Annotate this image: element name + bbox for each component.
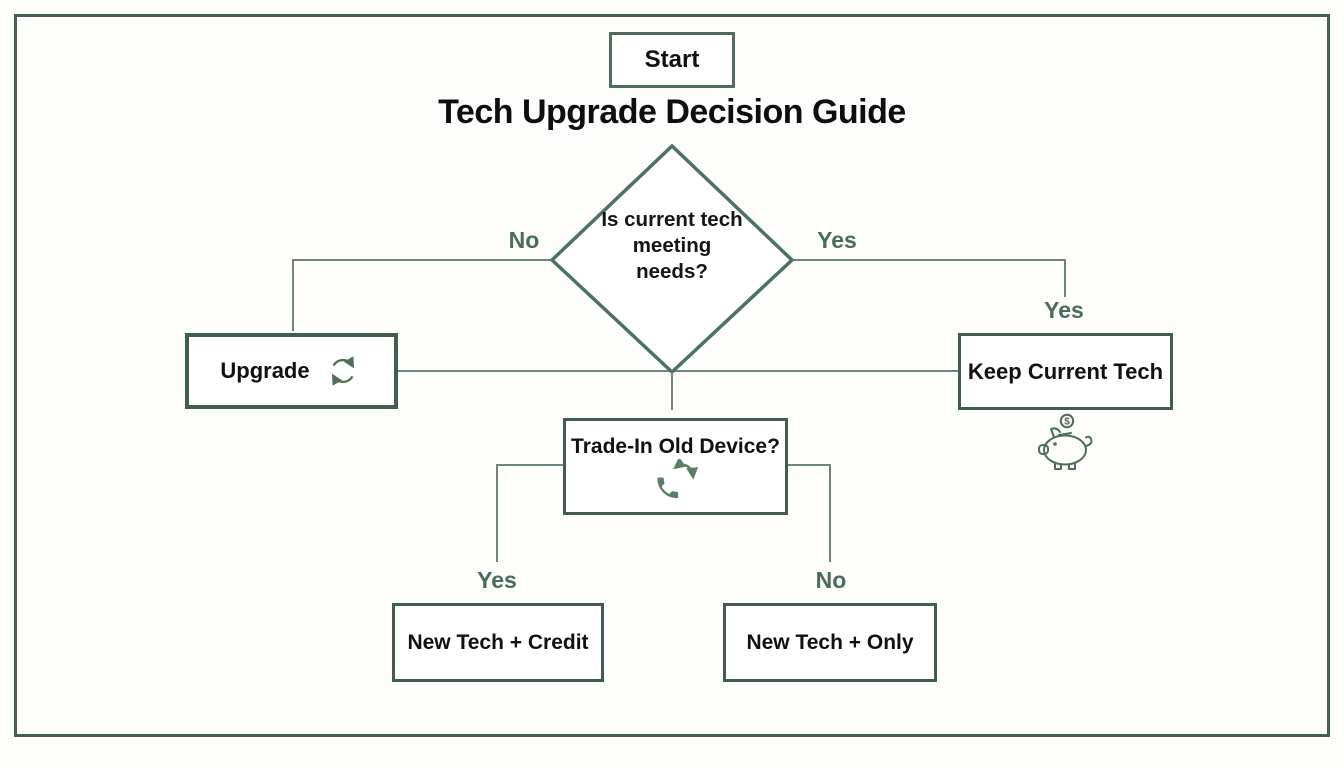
upgrade-label: Upgrade bbox=[220, 358, 310, 383]
refresh-cycle-icon bbox=[331, 356, 354, 386]
page-title: Tech Upgrade Decision Guide bbox=[438, 93, 906, 131]
edge-yes-right bbox=[792, 259, 1066, 297]
edge-label-yes-credit: Yes bbox=[477, 567, 517, 593]
edge-label-yes-keep: Yes bbox=[1044, 297, 1084, 323]
question-line: meeting bbox=[632, 234, 712, 258]
upgrade-node: Upgrade bbox=[185, 333, 398, 409]
start-node: Start bbox=[609, 32, 735, 88]
credit-label: New Tech + Credit bbox=[407, 630, 589, 654]
edge-label-yes: Yes bbox=[817, 227, 857, 253]
tradein-node: Trade-In Old Device? bbox=[563, 418, 788, 515]
question-line: Is current tech bbox=[601, 208, 743, 231]
start-label: Start bbox=[644, 46, 700, 73]
edge-label-no-only: No bbox=[815, 567, 847, 593]
keep-current-tech-node: Keep Current Tech bbox=[958, 333, 1173, 410]
outer-border bbox=[14, 14, 1330, 737]
question-line: needs? bbox=[636, 260, 708, 284]
piggy-bank-icon: $ bbox=[1038, 413, 1093, 470]
coin-dollar-symbol: $ bbox=[1064, 417, 1070, 428]
keep-label: Keep Current Tech bbox=[967, 358, 1164, 384]
new-tech-only-node: New Tech + Only bbox=[723, 603, 937, 682]
only-label: New Tech + Only bbox=[746, 630, 914, 654]
phone-swap-icon bbox=[656, 458, 698, 498]
edge-label-no: No bbox=[508, 227, 540, 253]
tradein-label: Trade-In Old Device? bbox=[571, 434, 780, 458]
decision-question: Is current tech meeting needs? bbox=[577, 207, 767, 286]
edge-tradein-yes bbox=[496, 464, 563, 562]
edge-tradein-no bbox=[788, 464, 831, 562]
new-tech-credit-node: New Tech + Credit bbox=[392, 603, 604, 682]
edge-no-left bbox=[292, 259, 552, 331]
